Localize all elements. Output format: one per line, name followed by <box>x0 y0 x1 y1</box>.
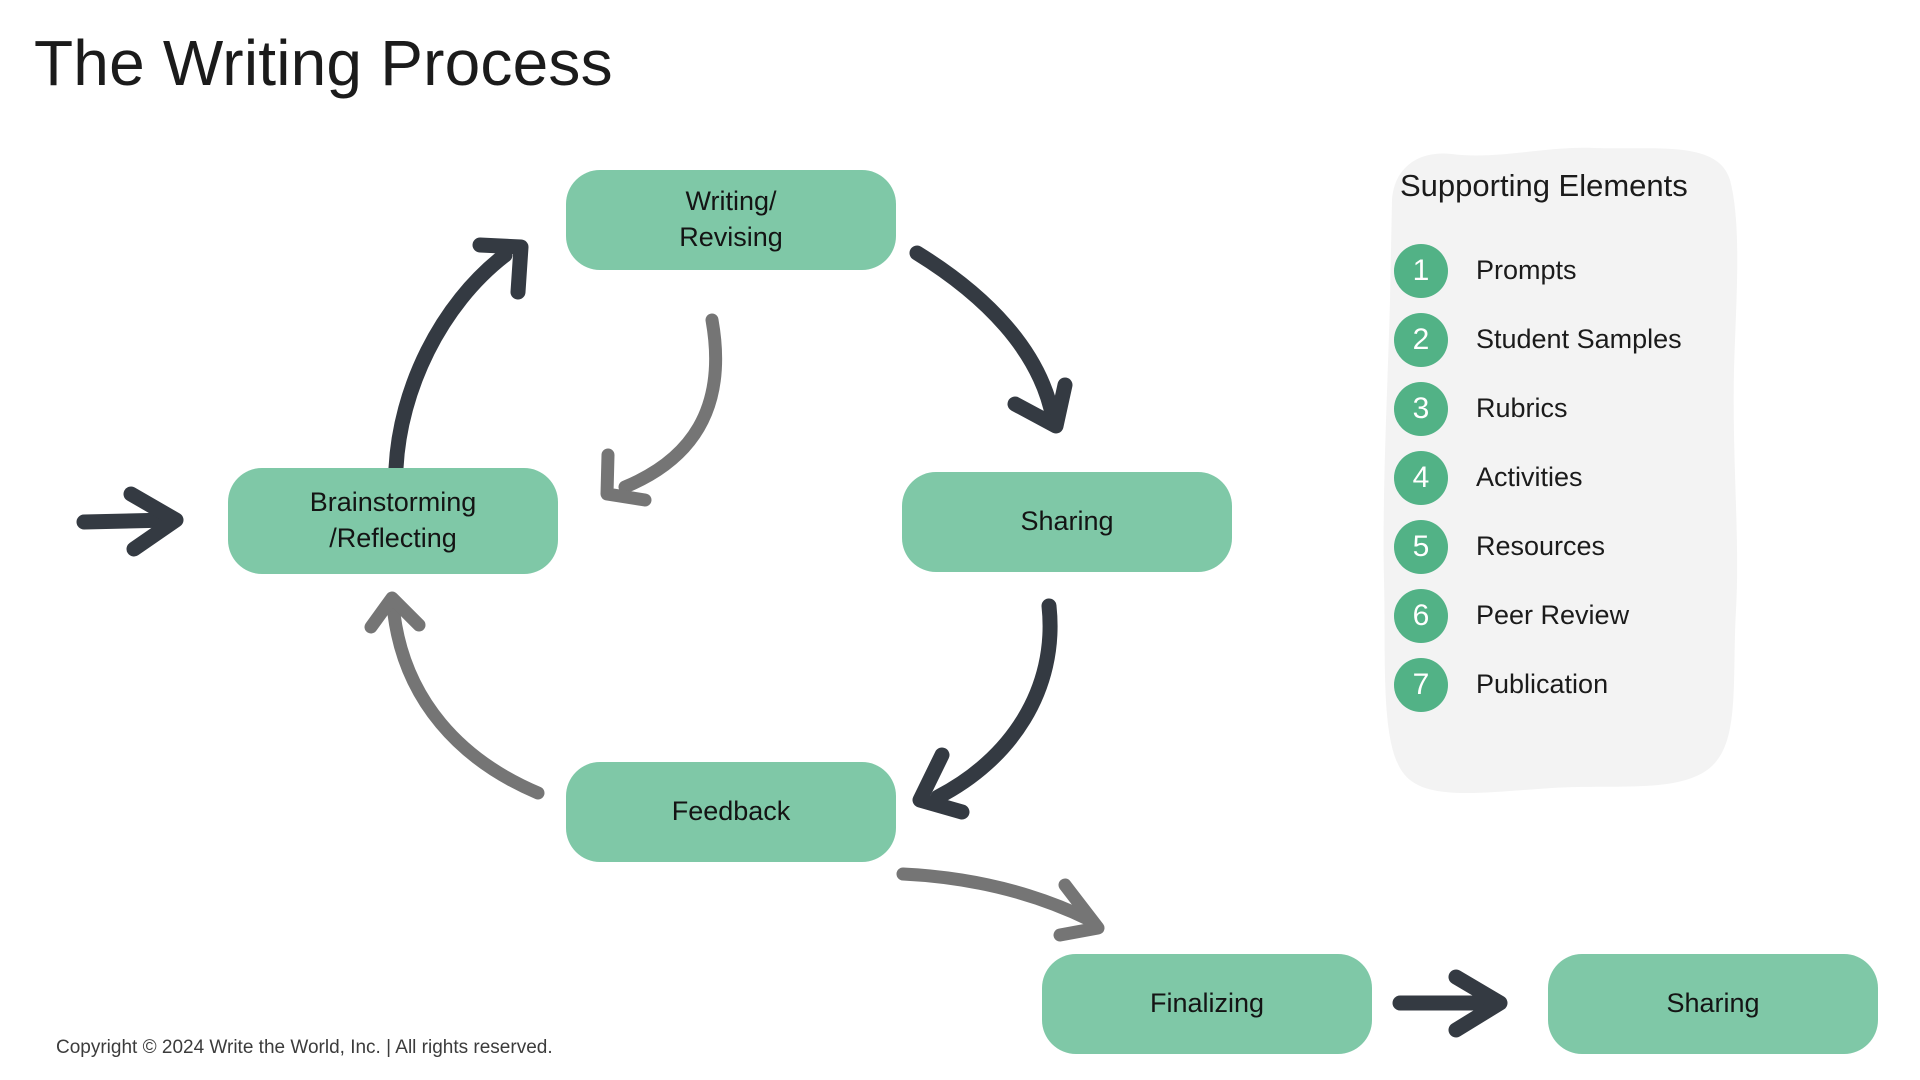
arrow-feedback-to-finalizing <box>896 867 1105 942</box>
supporting-elements-panel: Supporting Elements 1 Prompts 2 Student … <box>1356 140 1746 814</box>
panel-content: Supporting Elements 1 Prompts 2 Student … <box>1356 140 1746 814</box>
list-item-label: Resources <box>1476 531 1606 561</box>
node-label-line1: Sharing <box>1020 506 1114 537</box>
process-node-sharing-final[interactable]: Sharing <box>1548 954 1878 1054</box>
arrow-finalizing-to-sharing <box>1392 969 1508 1038</box>
list-item-number-badge: 5 <box>1394 519 1448 574</box>
node-label-line2: /Reflecting <box>329 523 457 553</box>
list-item-number-badge: 2 <box>1394 312 1448 367</box>
node-label-line1: Sharing <box>1666 988 1760 1019</box>
list-item[interactable]: 7 Publication <box>1394 650 1739 719</box>
list-item-label: Publication <box>1476 669 1609 699</box>
list-item[interactable]: 2 Student Samples <box>1394 305 1739 374</box>
process-node-finalizing[interactable]: Finalizing <box>1042 954 1372 1054</box>
list-item-number-badge: 4 <box>1394 450 1448 505</box>
copyright-text: Copyright © 2024 Write the World, Inc. |… <box>56 1037 553 1058</box>
process-node-writing-revising[interactable]: Writing/ Revising <box>566 170 896 270</box>
list-item[interactable]: 6 Peer Review <box>1394 581 1739 650</box>
list-item-label: Peer Review <box>1476 600 1630 630</box>
list-item-label: Student Samples <box>1476 324 1682 354</box>
entry-arrow <box>76 486 184 557</box>
list-item[interactable]: 3 Rubrics <box>1394 374 1739 443</box>
panel-background-blob <box>1383 147 1738 794</box>
node-label-line1: Finalizing <box>1149 988 1265 1019</box>
arrow-writing-to-brainstorming <box>600 313 723 507</box>
node-label-line1: Feedback <box>671 796 791 827</box>
node-label-line1: Brainstorming <box>309 487 477 518</box>
list-item-label: Rubrics <box>1476 393 1568 423</box>
node-label-line2: Revising <box>679 222 783 252</box>
supporting-elements-title: Supporting Elements <box>1400 168 1688 203</box>
arrow-feedback-to-brainstorming <box>364 591 545 800</box>
list-item-label: Activities <box>1476 462 1583 492</box>
process-node-feedback[interactable]: Feedback <box>566 762 896 862</box>
list-item-number-badge: 3 <box>1394 381 1448 436</box>
process-node-brainstorming-reflecting[interactable]: Brainstorming /Reflecting <box>228 468 558 574</box>
arrow-sharing-to-feedback <box>912 598 1058 820</box>
list-item[interactable]: 1 Prompts <box>1394 236 1739 305</box>
page-title: The Writing Process <box>34 27 613 99</box>
node-label-line1: Writing/ <box>685 186 777 217</box>
arrow-writing-to-sharing <box>909 245 1073 434</box>
list-item[interactable]: 5 Resources <box>1394 512 1739 581</box>
list-item-label: Prompts <box>1476 255 1577 285</box>
list-item[interactable]: 4 Activities <box>1394 443 1739 512</box>
list-item-number-badge: 6 <box>1394 588 1448 643</box>
supporting-elements-list: 1 Prompts 2 Student Samples 3 Rubrics 4 … <box>1394 236 1739 719</box>
process-node-sharing[interactable]: Sharing <box>902 472 1232 572</box>
arrow-brainstorming-to-writing <box>388 237 529 476</box>
list-item-number-badge: 7 <box>1394 657 1448 712</box>
list-item-number-badge: 1 <box>1394 243 1448 298</box>
